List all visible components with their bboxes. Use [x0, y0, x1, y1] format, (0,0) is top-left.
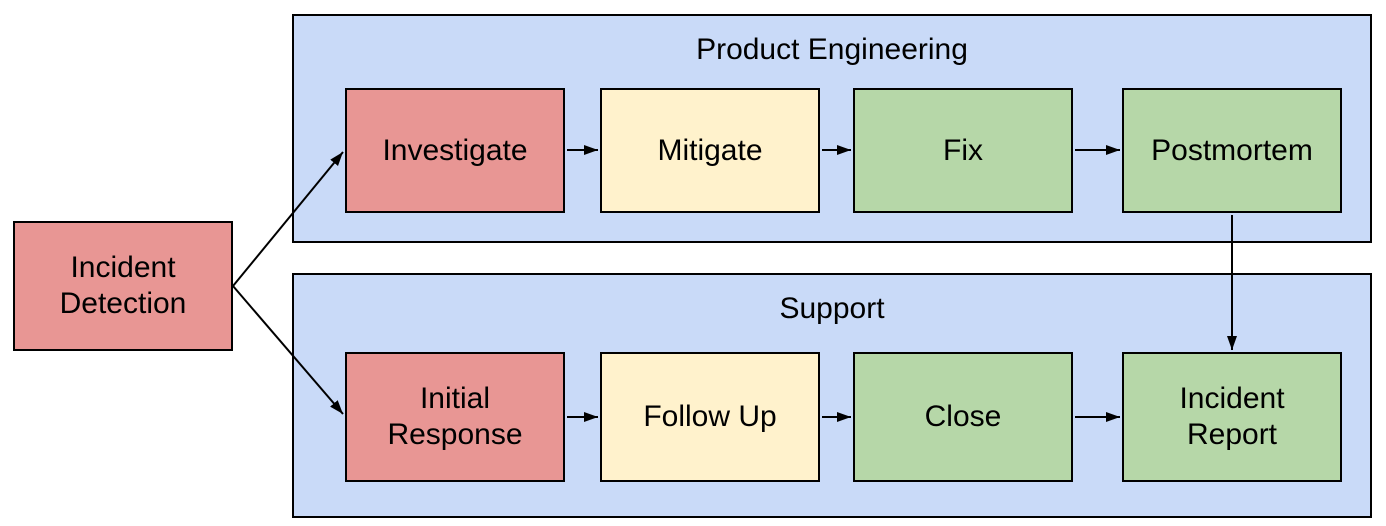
- node-close: Close: [853, 352, 1073, 482]
- node-incident-report: Incident Report: [1122, 352, 1342, 482]
- node-investigate: Investigate: [345, 88, 565, 213]
- lane-title-support: Support: [779, 292, 885, 325]
- node-incident-detection: Incident Detection: [13, 221, 233, 351]
- node-fix: Fix: [853, 88, 1073, 213]
- node-label: Mitigate: [657, 133, 763, 167]
- node-label: Follow Up: [643, 400, 777, 433]
- node-mitigate: Mitigate: [600, 88, 820, 213]
- node-postmortem: Postmortem: [1122, 88, 1342, 213]
- node-label: Incident Report: [1179, 382, 1285, 451]
- node-label: Investigate: [382, 133, 528, 167]
- node-label: Close: [924, 400, 1002, 433]
- node-label: Initial Response: [387, 382, 523, 451]
- node-initial-response: Initial Response: [345, 352, 565, 482]
- node-follow-up: Follow Up: [600, 352, 820, 482]
- node-label: Postmortem: [1151, 133, 1313, 167]
- lane-title-product-engineering: Product Engineering: [696, 33, 968, 66]
- node-label: Incident Detection: [59, 251, 187, 320]
- node-label: Fix: [943, 133, 983, 167]
